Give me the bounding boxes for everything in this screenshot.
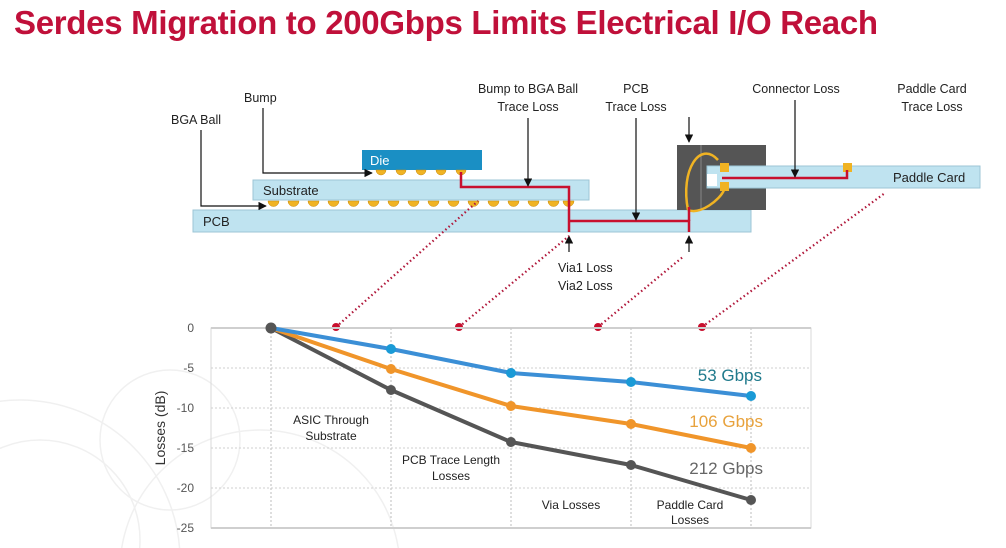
signal-trace bbox=[459, 170, 849, 232]
background-decoration bbox=[0, 369, 399, 548]
stage-pcb-line1: PCB Trace Length bbox=[402, 453, 500, 467]
bump-callout: Bump bbox=[244, 91, 277, 105]
paddle-card-trace-callout-line2: Trace Loss bbox=[901, 100, 962, 114]
substrate-label: Substrate bbox=[263, 183, 319, 198]
pcb-trace-callout-line2: Trace Loss bbox=[605, 100, 666, 114]
connector-loss-callout: Connector Loss bbox=[752, 82, 840, 96]
pcb-layer bbox=[192, 209, 752, 233]
connector-contact bbox=[684, 152, 726, 213]
paddle-card-label: Paddle Card bbox=[893, 170, 965, 185]
series-53-gbps bbox=[270, 326, 756, 401]
series-106-gbps bbox=[270, 326, 756, 453]
svg-text:-20: -20 bbox=[177, 481, 195, 495]
stage-via: Via Losses bbox=[542, 498, 600, 512]
bump-to-bga-callout-line1: Bump to BGA Ball bbox=[478, 82, 578, 96]
y-axis-label: Losses (dB) bbox=[152, 391, 168, 466]
svg-text:-5: -5 bbox=[183, 361, 194, 375]
stage-asic-line2: Substrate bbox=[305, 429, 357, 443]
stage-paddle-line1: Paddle Card bbox=[657, 498, 724, 512]
stage-asic-line1: ASIC Through bbox=[293, 413, 369, 427]
via1-loss-callout: Via1 Loss bbox=[558, 261, 613, 275]
via2-loss-callout: Via2 Loss bbox=[558, 279, 613, 293]
die-bumps bbox=[375, 169, 467, 176]
paddle-card-trace-callout-line1: Paddle Card bbox=[897, 82, 967, 96]
loss-chart: 0 -5 -10 -15 -20 -25 Losses (dB) bbox=[152, 321, 812, 535]
series-212-gbps bbox=[270, 326, 756, 505]
die-label: Die bbox=[370, 153, 390, 168]
y-tick-labels: 0 -5 -10 -15 -20 -25 bbox=[177, 321, 195, 535]
svg-text:0: 0 bbox=[187, 321, 194, 335]
pcb-trace-callout-line1: PCB bbox=[623, 82, 649, 96]
stage-annotations: ASIC Through Substrate PCB Trace Length … bbox=[293, 413, 723, 527]
stage-paddle-line2: Losses bbox=[671, 513, 709, 527]
pcb-label: PCB bbox=[203, 214, 230, 229]
svg-text:-10: -10 bbox=[177, 401, 195, 415]
substrate-layer bbox=[252, 179, 590, 201]
bump-to-bga-callout-line2: Trace Loss bbox=[497, 100, 558, 114]
die-layer bbox=[362, 150, 482, 170]
label-106-gbps: 106 Gbps bbox=[689, 412, 763, 431]
leader-lines bbox=[335, 192, 886, 328]
svg-text:-25: -25 bbox=[177, 521, 195, 535]
bga-balls bbox=[267, 200, 575, 207]
package-diagram: PCB Substrate Die bbox=[171, 82, 981, 331]
label-212-gbps: 212 Gbps bbox=[689, 459, 763, 478]
label-53-gbps: 53 Gbps bbox=[698, 366, 762, 385]
stage-pcb-line2: Losses bbox=[432, 469, 470, 483]
origin-point bbox=[265, 322, 277, 334]
bga-ball-callout: BGA Ball bbox=[171, 113, 221, 127]
slide-title: Serdes Migration to 200Gbps Limits Elect… bbox=[14, 4, 878, 41]
svg-text:-15: -15 bbox=[177, 441, 195, 455]
